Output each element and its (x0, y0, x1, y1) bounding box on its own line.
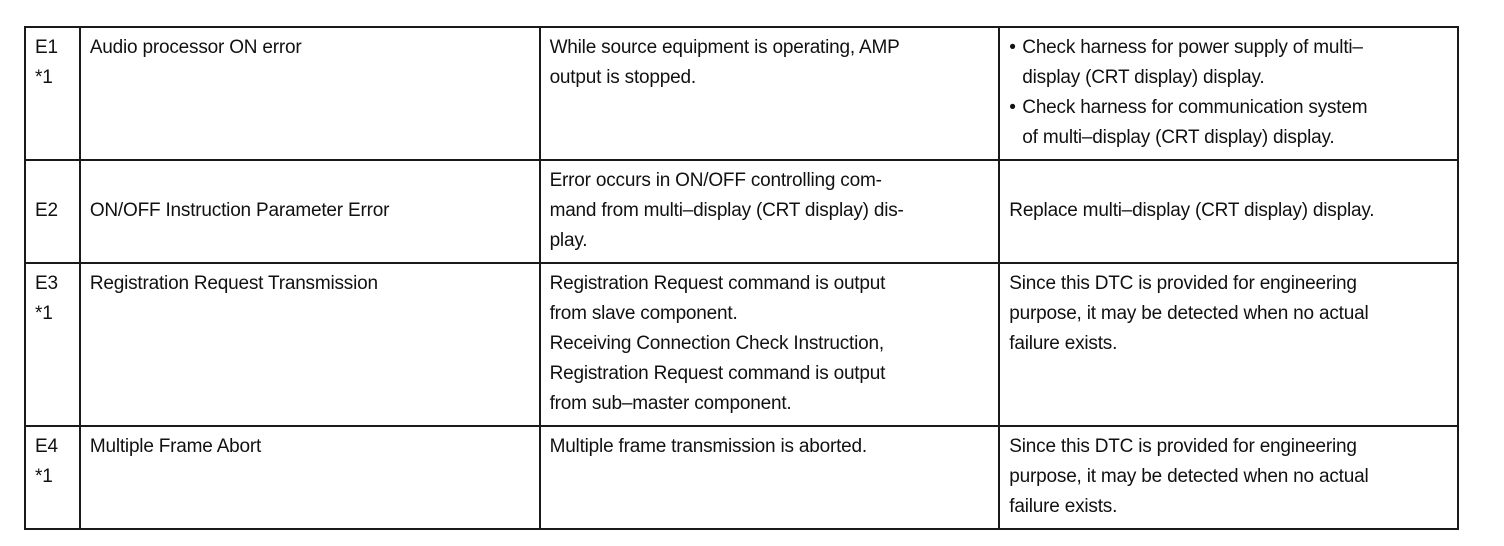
condition-line: Multiple frame transmission is aborted. (549, 436, 868, 457)
dtc-table: E1 *1 Audio processor ON error While sou… (24, 26, 1459, 530)
dtc-code-cell: E3 *1 (24, 262, 81, 427)
remedy-line: Since this DTC is provided for engineeri… (1009, 273, 1357, 294)
remedy-line: failure exists. (1009, 333, 1118, 354)
dtc-note: *1 (35, 303, 53, 324)
dtc-note: *1 (35, 466, 53, 487)
remedy-cell: • Check harness for power supply of mult… (998, 26, 1459, 161)
remedy-cell: Since this DTC is provided for engineeri… (998, 262, 1459, 427)
detection-item: Multiple Frame Abort (89, 436, 262, 457)
table-row: E3 *1 Registration Request Transmission … (24, 262, 1459, 427)
trouble-condition-cell: Multiple frame transmission is aborted. (538, 425, 1001, 530)
condition-line: play. (549, 230, 588, 251)
remedy-line: purpose, it may be detected when no actu… (1009, 303, 1369, 324)
condition-line: Receiving Connection Check Instruction, (549, 333, 885, 354)
condition-line: Registration Request command is output (549, 273, 886, 294)
table-row: E2 ON/OFF Instruction Parameter Error Er… (24, 159, 1459, 264)
remedy-line: Check harness for power supply of multi– (1022, 37, 1363, 58)
condition-line: output is stopped. (549, 67, 697, 88)
condition-line: from slave component. (549, 303, 738, 324)
condition-line: from sub–master component. (549, 393, 792, 414)
remedy-bullet: • Check harness for power supply of mult… (1009, 33, 1448, 63)
table-row: E1 *1 Audio processor ON error While sou… (24, 26, 1459, 161)
table-row: E4 *1 Multiple Frame Abort Multiple fram… (24, 425, 1459, 530)
condition-line: mand from multi–display (CRT display) di… (549, 200, 904, 221)
condition-line: While source equipment is operating, AMP (549, 37, 900, 58)
remedy-line: Replace multi–display (CRT display) disp… (1009, 200, 1375, 221)
remedy-bullet-continuation: of multi–display (CRT display) display. (1009, 123, 1448, 153)
trouble-condition-cell: Registration Request command is output f… (538, 262, 1001, 427)
detection-item: Registration Request Transmission (89, 273, 378, 294)
dtc-code-cell: E1 *1 (24, 26, 81, 161)
dtc-note: *1 (35, 67, 53, 88)
remedy-bullet: • Check harness for communication system (1009, 93, 1448, 123)
remedy-line: Check harness for communication system (1022, 97, 1368, 118)
remedy-cell: Since this DTC is provided for engineeri… (998, 425, 1459, 530)
dtc-code: E1 (35, 37, 58, 58)
condition-line: Registration Request command is output (549, 363, 886, 384)
remedy-line: Since this DTC is provided for engineeri… (1009, 436, 1357, 457)
remedy-line: failure exists. (1009, 496, 1118, 517)
dtc-code: E2 (35, 200, 58, 221)
remedy-line: purpose, it may be detected when no actu… (1009, 466, 1369, 487)
remedy-line: of multi–display (CRT display) display. (1022, 127, 1335, 148)
detection-item-cell: ON/OFF Instruction Parameter Error (78, 159, 541, 264)
bullet-marker: • (1009, 97, 1016, 118)
detection-item: ON/OFF Instruction Parameter Error (89, 200, 390, 221)
remedy-bullet-continuation: display (CRT display) display. (1009, 63, 1448, 93)
detection-item-cell: Registration Request Transmission (78, 262, 541, 427)
trouble-condition-cell: While source equipment is operating, AMP… (538, 26, 1001, 161)
dtc-code-cell: E4 *1 (24, 425, 81, 530)
detection-item-cell: Audio processor ON error (78, 26, 541, 161)
bullet-marker: • (1009, 37, 1016, 58)
remedy-cell: Replace multi–display (CRT display) disp… (998, 159, 1459, 264)
dtc-code: E3 (35, 273, 58, 294)
remedy-line: display (CRT display) display. (1022, 67, 1265, 88)
dtc-code-cell: E2 (24, 159, 81, 264)
trouble-condition-cell: Error occurs in ON/OFF controlling com- … (538, 159, 1001, 264)
detection-item-cell: Multiple Frame Abort (78, 425, 541, 530)
condition-line: Error occurs in ON/OFF controlling com- (549, 170, 882, 191)
dtc-code: E4 (35, 436, 58, 457)
detection-item: Audio processor ON error (89, 37, 302, 58)
